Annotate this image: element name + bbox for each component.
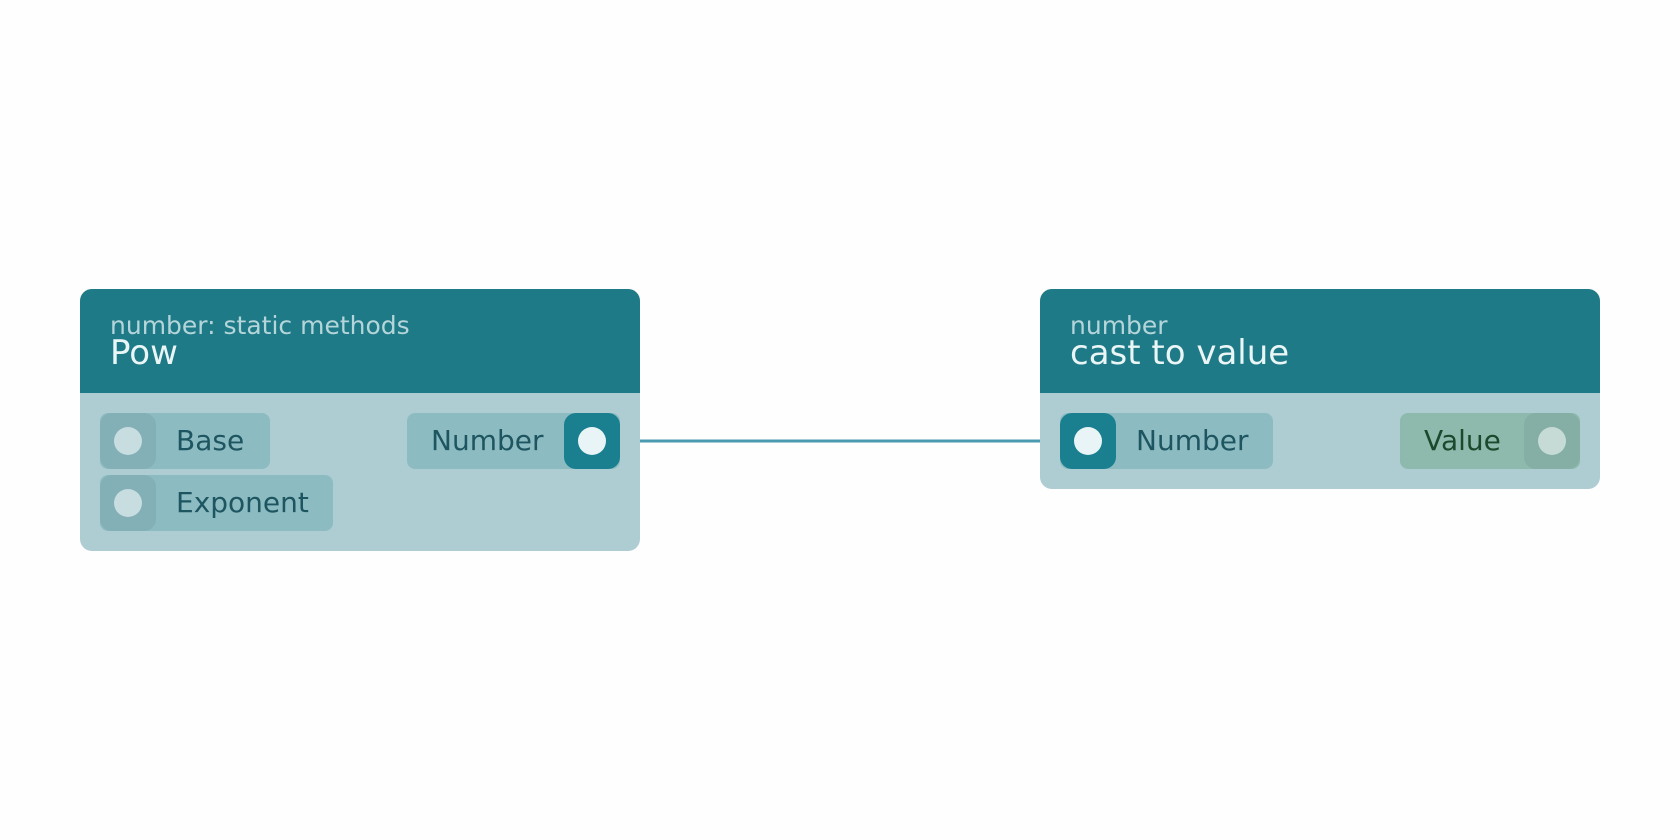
- port-dot-icon: [114, 489, 142, 517]
- input-socket-exponent[interactable]: Exponent: [100, 475, 333, 531]
- node-category: number: [1070, 311, 1168, 340]
- node-cast-to-value[interactable]: number cast to value Number Value: [1040, 289, 1600, 489]
- output-socket-value[interactable]: Value: [1400, 413, 1580, 469]
- output-socket-number[interactable]: Number: [407, 413, 620, 469]
- node-header[interactable]: number cast to value: [1040, 289, 1600, 393]
- node-title: cast to value: [1070, 333, 1290, 373]
- node-pow[interactable]: number: static methods Pow Base Exponent…: [80, 289, 640, 551]
- input-port[interactable]: [100, 475, 156, 531]
- socket-label: Base: [176, 424, 245, 457]
- input-port[interactable]: [1060, 413, 1116, 469]
- node-title: Pow: [110, 333, 178, 373]
- socket-label: Value: [1424, 424, 1501, 457]
- input-socket-base[interactable]: Base: [100, 413, 270, 469]
- output-port[interactable]: [564, 413, 620, 469]
- port-dot-icon: [1538, 427, 1566, 455]
- input-port[interactable]: [100, 413, 156, 469]
- port-dot-icon: [114, 427, 142, 455]
- node-category: number: static methods: [110, 311, 410, 340]
- port-dot-icon: [578, 427, 606, 455]
- socket-label: Exponent: [176, 486, 309, 519]
- input-socket-number[interactable]: Number: [1060, 413, 1273, 469]
- output-port[interactable]: [1524, 413, 1580, 469]
- port-dot-icon: [1074, 427, 1102, 455]
- socket-label: Number: [431, 424, 544, 457]
- socket-label: Number: [1136, 424, 1249, 457]
- node-header[interactable]: number: static methods Pow: [80, 289, 640, 393]
